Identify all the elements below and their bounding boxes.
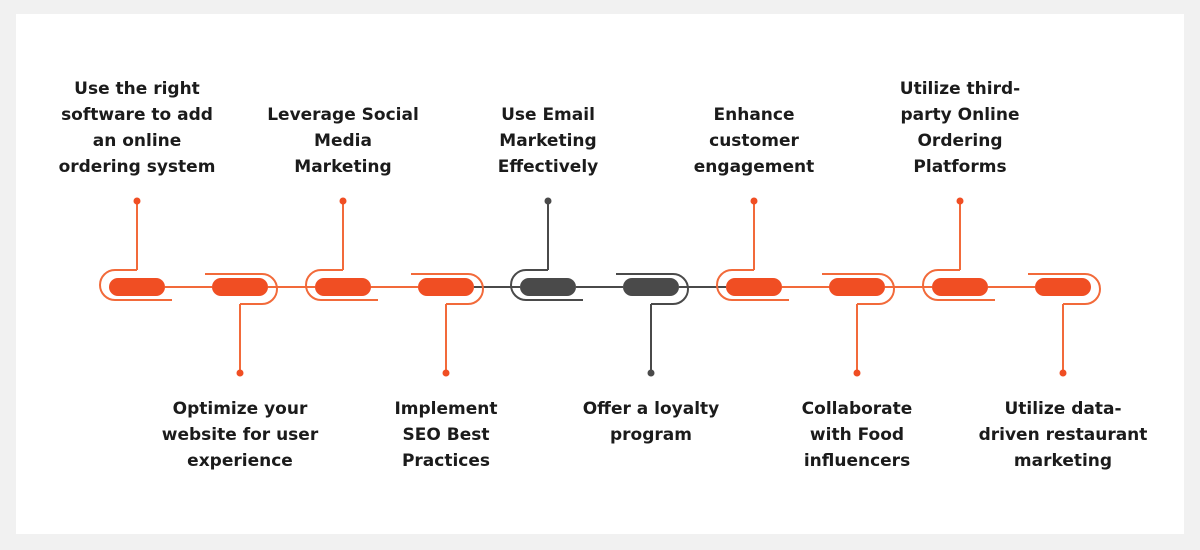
- link-outline: [716, 269, 789, 301]
- chain-link-pill: [520, 278, 576, 296]
- step-label: Implement SEO Best Practices: [394, 399, 498, 471]
- link-outline: [616, 273, 689, 305]
- chain-link-pill: [315, 278, 371, 296]
- chain-link-pill: [829, 278, 885, 296]
- link-outline: [99, 269, 172, 301]
- link-outline: [205, 273, 278, 305]
- link-outline: [1028, 273, 1101, 305]
- link-outline: [305, 269, 378, 301]
- stem-dot: [133, 197, 141, 205]
- stem-dot: [1059, 369, 1067, 377]
- chain-link-pill: [623, 278, 679, 296]
- link-outline: [922, 269, 995, 301]
- step-label: Collaborate with Food influencers: [801, 399, 913, 471]
- step-label: Utilize third- party Online Ordering Pla…: [899, 79, 1021, 177]
- link-outline: [411, 273, 484, 305]
- link-outline: [510, 269, 583, 301]
- step-label: Optimize your website for user experienc…: [161, 399, 319, 471]
- chain-link-pill: [418, 278, 474, 296]
- step-label: Utilize data- driven restaurant marketin…: [978, 399, 1148, 471]
- step-label: Use Email Marketing Effectively: [497, 105, 599, 177]
- step-label: Leverage Social Media Marketing: [267, 105, 419, 177]
- step-label: Offer a loyalty program: [582, 399, 720, 445]
- stem-dot: [339, 197, 347, 205]
- stem-dot: [544, 197, 552, 205]
- chain-link-pill: [726, 278, 782, 296]
- chain-link-pill: [109, 278, 165, 296]
- link-outline: [822, 273, 895, 305]
- step-label: Use the right software to add an online …: [58, 79, 216, 177]
- chain-link-pill: [932, 278, 988, 296]
- stem-dot: [236, 369, 244, 377]
- stem-dot: [647, 369, 655, 377]
- chain-link-pill: [1035, 278, 1091, 296]
- stem-dot: [853, 369, 861, 377]
- stem-dot: [750, 197, 758, 205]
- stem-dot: [956, 197, 964, 205]
- step-label: Enhance customer engagement: [693, 105, 815, 177]
- chain-link-pill: [212, 278, 268, 296]
- stem-dot: [442, 369, 450, 377]
